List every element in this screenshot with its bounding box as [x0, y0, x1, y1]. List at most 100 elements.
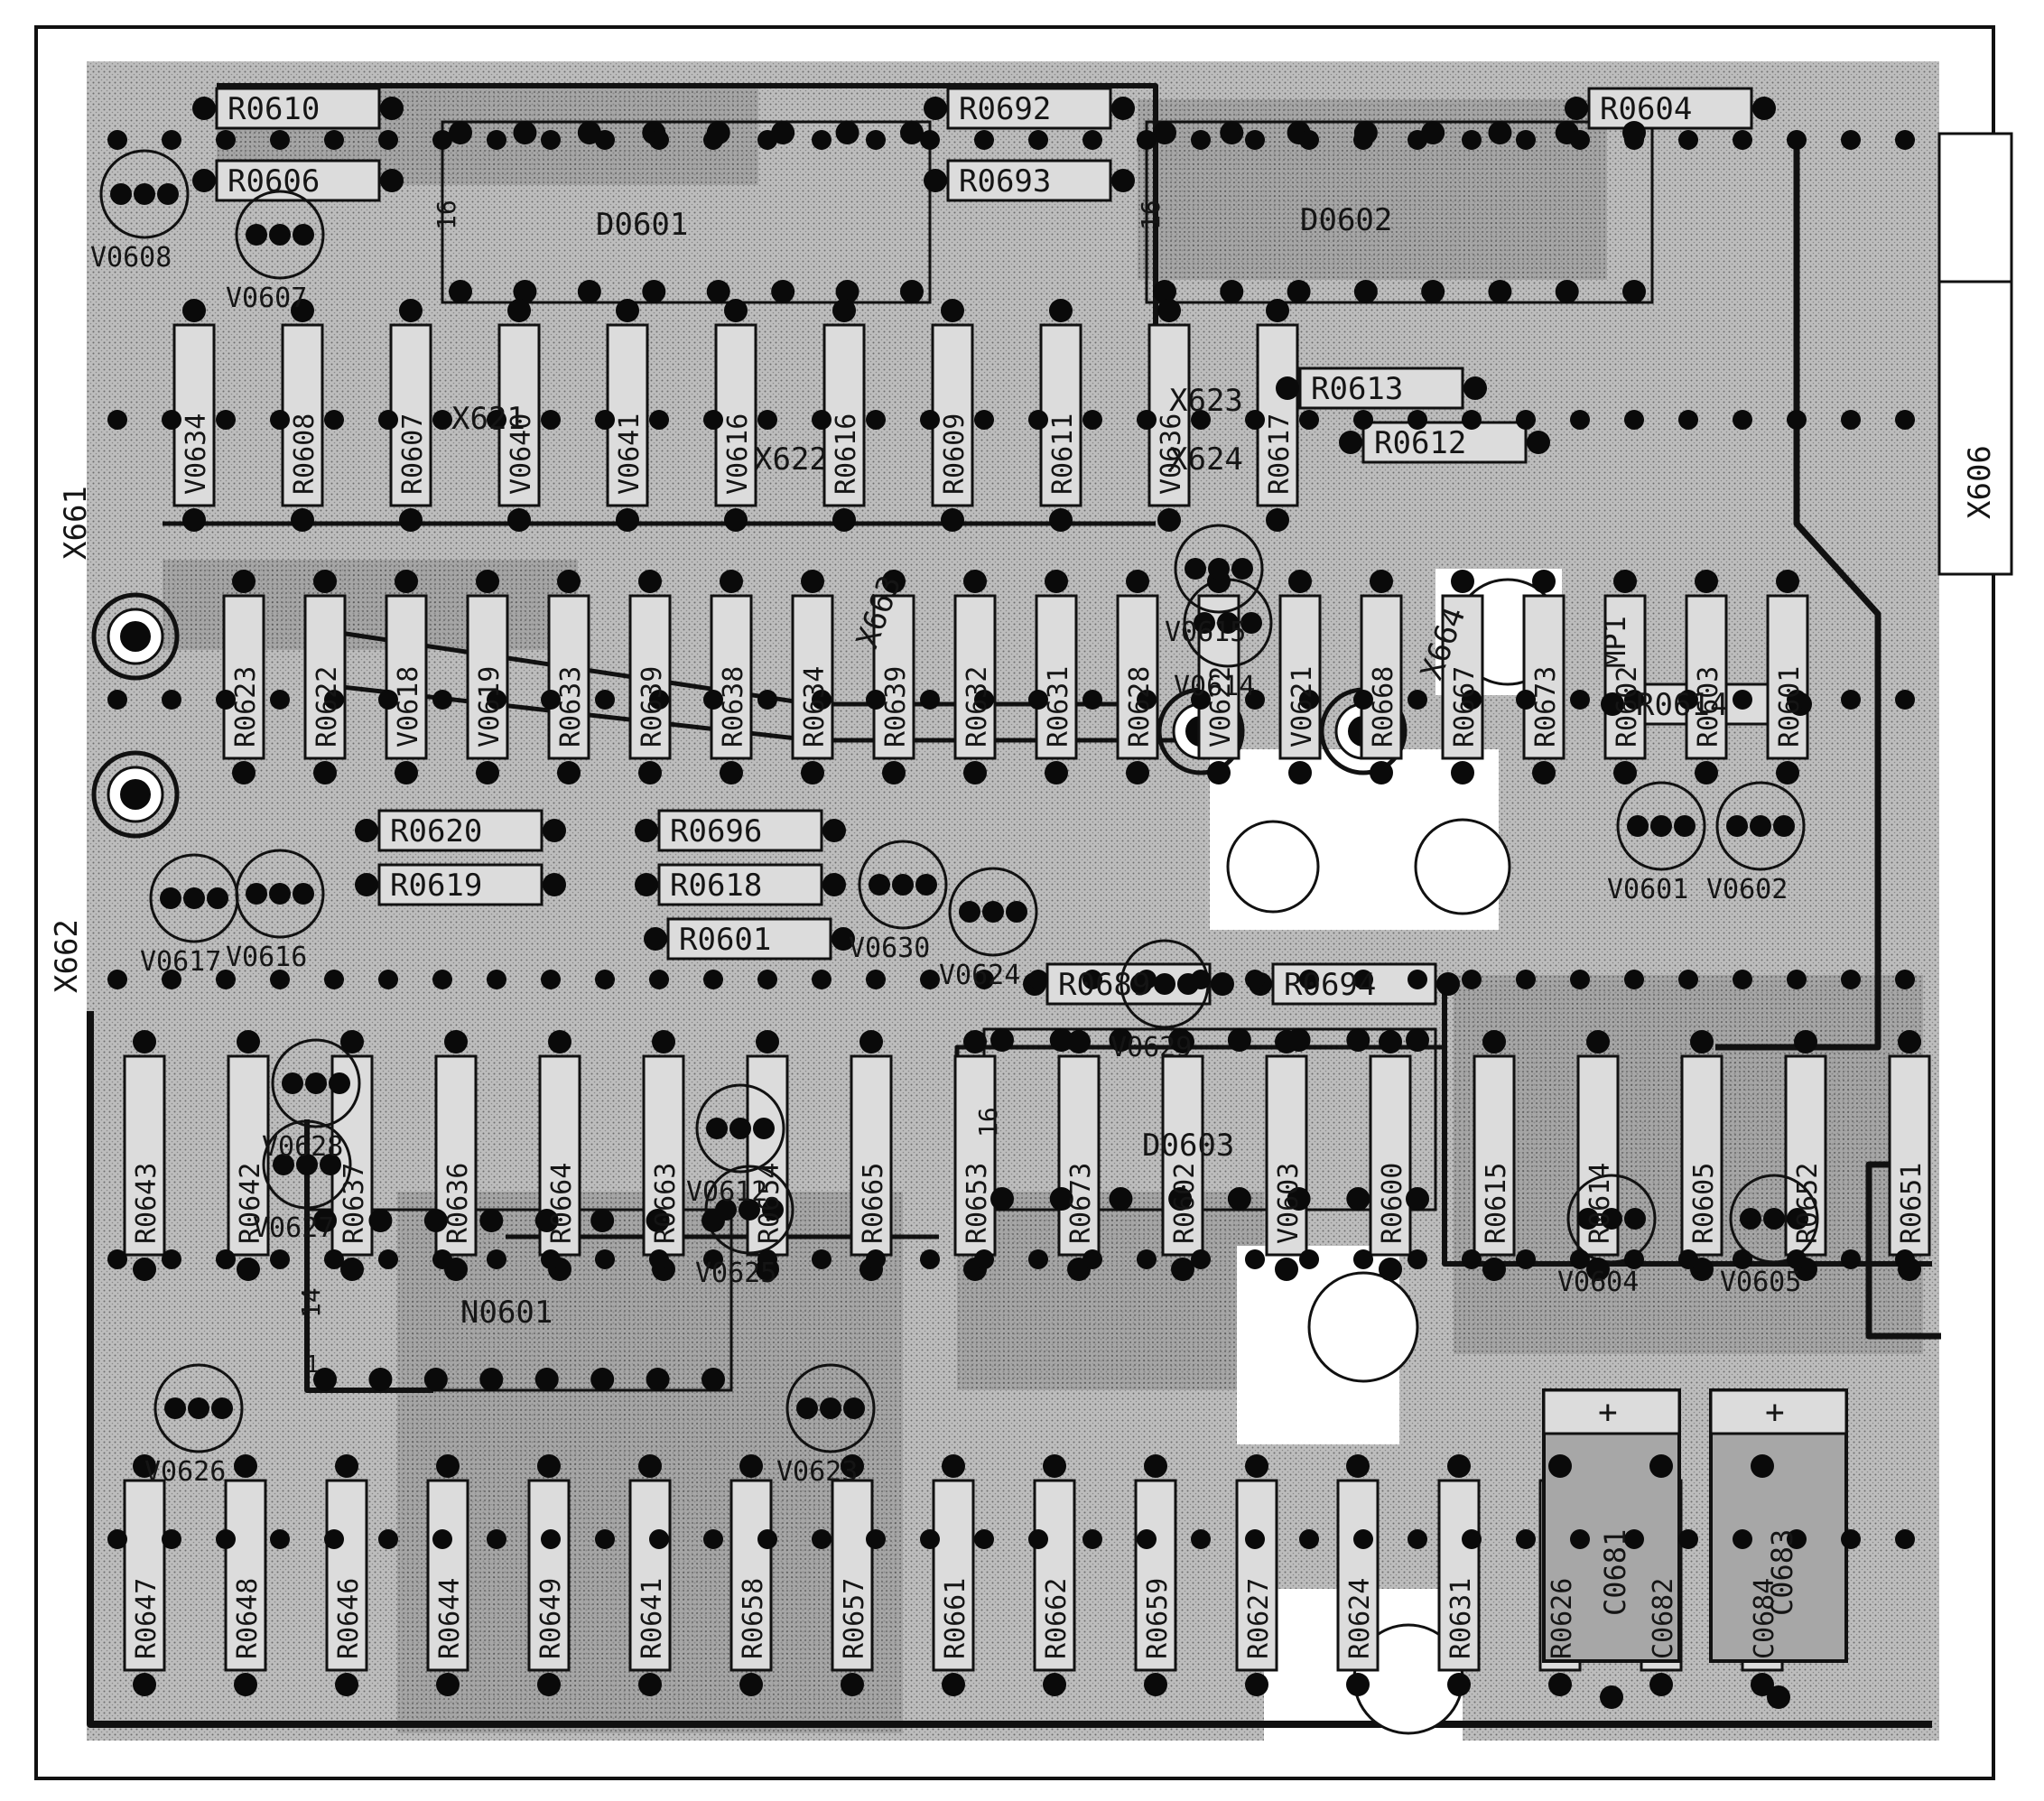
solder-pad [1773, 815, 1795, 837]
solder-pad [1208, 558, 1230, 580]
solder-pad [160, 887, 181, 909]
resistor-label: V0622 [1205, 666, 1237, 747]
transistor-label: V0601 [1607, 874, 1688, 905]
solder-pad [1043, 1454, 1066, 1478]
solder-pad [269, 883, 291, 905]
solder-pad [1421, 280, 1445, 303]
solder-pad [822, 873, 846, 896]
resistor-body [1522, 594, 1566, 760]
solder-pad [1171, 1258, 1194, 1281]
ic-outline [1145, 120, 1654, 304]
solder-pad [1144, 1454, 1167, 1478]
solder-pad [1049, 1028, 1073, 1052]
solder-pad [757, 410, 777, 430]
solder-pad [1245, 1529, 1265, 1549]
resistor-body [434, 1054, 478, 1257]
capacitor-polarity: + [1765, 1394, 1785, 1431]
resistor-label: R0659 [1142, 1578, 1174, 1659]
solder-pad [1895, 690, 1915, 710]
transistor-label: V0625 [695, 1258, 776, 1289]
solder-pad [1245, 690, 1265, 710]
solder-pad [703, 1529, 723, 1549]
solder-pad [1245, 1454, 1268, 1478]
solder-pad [432, 970, 452, 989]
solder-pad [920, 970, 940, 989]
solder-pad [577, 280, 601, 303]
resistor-label: R0615 [1481, 1163, 1512, 1244]
solder-pad [1028, 1529, 1048, 1549]
transistor-outline [271, 1038, 361, 1128]
solder-pad [1379, 1258, 1402, 1281]
solder-pad [920, 410, 940, 430]
solder-pad [703, 410, 723, 430]
solder-pad [313, 1209, 337, 1232]
solder-pad [133, 1030, 156, 1054]
resistor-label: V0634 [181, 413, 212, 495]
solder-pad [595, 1529, 615, 1549]
resistor-body [850, 1054, 893, 1257]
solder-pad [436, 1673, 460, 1696]
solder-pad [237, 1258, 260, 1281]
solder-pad [1624, 1249, 1644, 1269]
solder-pad [270, 970, 290, 989]
solder-pad [487, 1249, 506, 1269]
solder-pad [335, 1673, 358, 1696]
solder-pad [134, 183, 155, 205]
solder-pad [432, 1529, 452, 1549]
solder-pad [293, 883, 314, 905]
solder-pad [720, 761, 743, 784]
resistor-label: V0621 [1287, 666, 1318, 747]
solder-pad [1624, 130, 1644, 150]
solder-pad [444, 1030, 468, 1054]
resistor-label: R0633 [555, 666, 587, 747]
solder-pad [340, 1258, 364, 1281]
solder-pad [638, 570, 662, 593]
resistor-label: R0627 [1243, 1578, 1275, 1659]
transistor-label: V0614 [1174, 671, 1255, 702]
solder-pad [340, 1030, 364, 1054]
solder-pad [942, 1454, 965, 1478]
solder-pad [1794, 1030, 1817, 1054]
solder-pad [1895, 130, 1915, 150]
solder-pad [832, 927, 855, 951]
solder-pad [1157, 299, 1181, 322]
solder-pad [162, 410, 181, 430]
resistor-label: R0641 [636, 1578, 668, 1659]
capacitor-top [1709, 1388, 1848, 1435]
resistor-body [932, 1479, 975, 1672]
solder-pad [866, 1529, 886, 1549]
solder-pad [1740, 1208, 1761, 1230]
resistor-body [1766, 594, 1809, 760]
solder-pad [1516, 410, 1536, 430]
solder-pad [757, 1249, 777, 1269]
resistor-label: R0631 [1043, 666, 1074, 747]
solder-pad [1370, 761, 1393, 784]
resistor-body [377, 809, 544, 852]
solder-pad [324, 1529, 344, 1549]
solder-pad [1137, 1529, 1157, 1549]
solder-pad [753, 1118, 775, 1139]
resistor-body [946, 87, 1112, 130]
resistor-label: R0668 [1368, 666, 1399, 747]
resistor-body [931, 323, 974, 507]
solder-pad [1447, 1673, 1471, 1696]
resistor-body [1369, 1054, 1412, 1257]
solder-pad [1787, 1529, 1807, 1549]
solder-pad [1516, 1249, 1536, 1269]
solder-pad [534, 1209, 559, 1232]
solder-pad [1137, 970, 1157, 989]
solder-pad [646, 1368, 670, 1391]
resistor-label: R0673 [1530, 666, 1562, 747]
solder-pad [1548, 1454, 1572, 1478]
solder-pad [355, 819, 378, 842]
resistor-label: V0640 [506, 413, 537, 495]
resistor-body [1298, 367, 1464, 410]
solder-pad [1353, 130, 1373, 150]
solder-pad [920, 1529, 940, 1549]
solder-pad [1109, 1028, 1133, 1052]
solder-pad [1191, 690, 1211, 710]
solder-pad [1613, 570, 1637, 593]
transistor-label: V0624 [939, 960, 1020, 991]
transistor-outline [1715, 781, 1806, 871]
resistor-body [123, 1479, 166, 1672]
